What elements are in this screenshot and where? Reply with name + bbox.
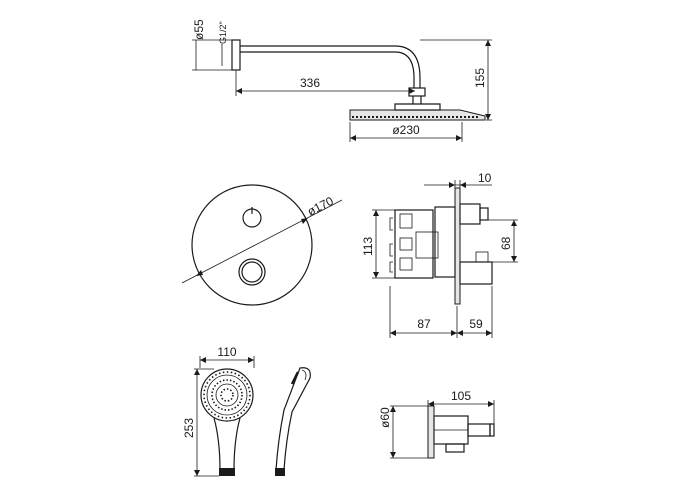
label-arm-height: 155 [473,68,487,88]
upper-valve [459,203,481,225]
outlet-rosette [427,405,435,459]
shower-head [349,109,486,121]
label-outlet-diameter: ø60 [378,407,392,428]
lower-knob-inner [241,261,263,283]
outlet-elbow [467,423,491,437]
thermostat-body-side: 10 113 68 87 59 [361,171,518,338]
handshower-face-outer [200,368,254,422]
port-1 [399,213,413,229]
cartridge [415,231,439,259]
port-2 [399,237,413,251]
wall-plate [454,187,461,305]
nozzle-ring-1 [211,379,243,411]
joint-neck [412,96,422,104]
outlet-base [445,443,465,453]
dim-line-plate-diameter [181,199,343,284]
hand-shower-front: 110 253 [182,345,255,477]
handshower-side-connector [275,468,285,476]
shower-arm-group: ø55 G1/2" 336 155 ø230 [192,19,492,142]
handshower-connector [219,468,235,476]
lower-valve [459,261,493,285]
handshower-side-body [275,367,311,471]
nozzle-ring-3 [220,388,234,402]
body-core [434,206,456,278]
label-arm-length: 336 [300,76,320,90]
label-outlet-length: 105 [451,389,471,403]
wall-outlet-side: ø60 105 [378,389,495,459]
label-body-height: 113 [361,237,375,256]
label-plate-diameter: ø170 [305,194,336,219]
handshower-face-inner [215,383,239,407]
label-arm-diameter: ø55 [192,19,206,40]
port-3 [399,257,413,271]
label-body-thickness: 10 [478,171,492,185]
lower-knob-outer [238,258,266,286]
label-valve-height: 68 [499,236,513,250]
label-valve-depth: 59 [469,317,483,331]
label-head-diameter: ø230 [392,123,420,137]
wall-flange [231,39,241,71]
body-housing [394,209,434,279]
nozzle-ring-2 [203,371,251,419]
label-handshower-width: 110 [217,345,236,359]
handshower-face-middle [206,374,248,416]
plate-circle [191,184,313,306]
head-connector [394,103,441,111]
arm-bend-inner [394,51,415,88]
arm-bend-outer [394,45,421,88]
handshower-grip [213,417,241,471]
thermostat-plate-front: ø170 [181,184,343,306]
hand-shower-side [275,367,311,476]
label-arm-thread: G1/2" [218,21,228,44]
label-body-depth: 87 [417,317,431,331]
label-handshower-length: 253 [182,418,196,438]
